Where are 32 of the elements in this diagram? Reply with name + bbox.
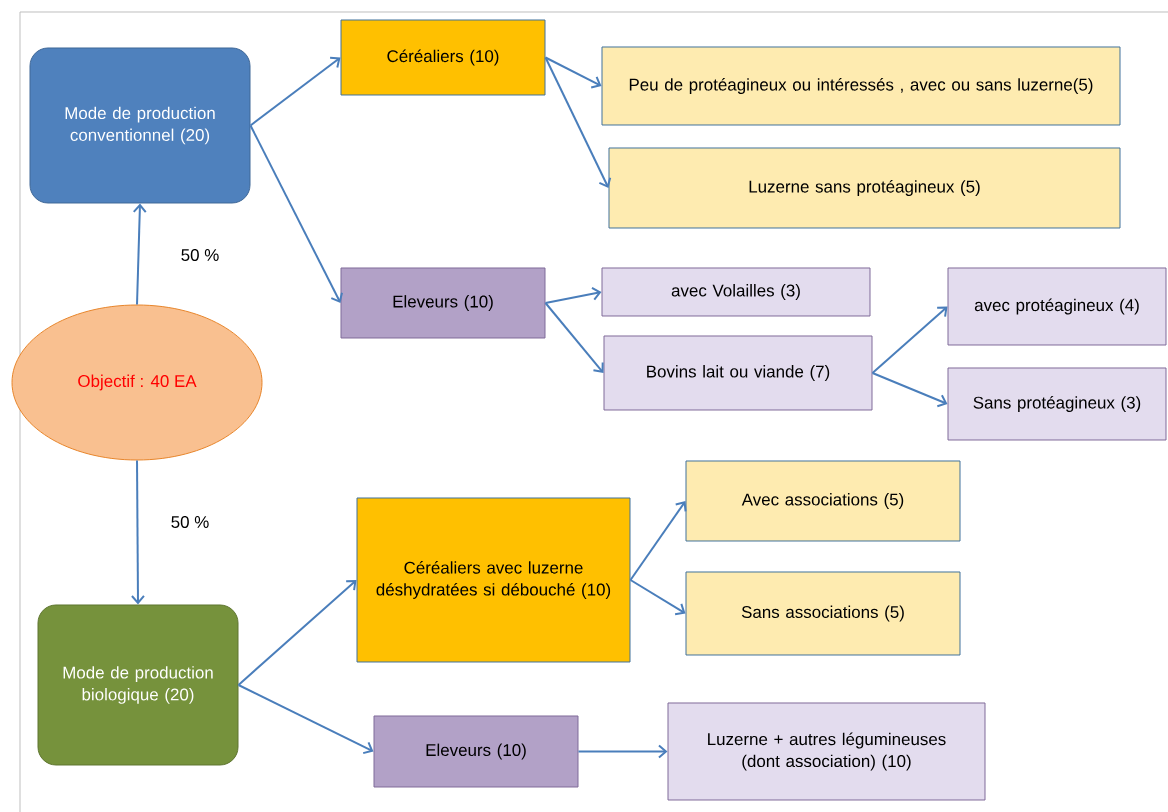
edge-label: 50 % [169,515,211,529]
subcategory-box: avec Volailles (3) [601,267,871,317]
arrow [629,501,687,581]
category-box: Eleveurs (10) [373,715,579,788]
subcategory-box: Sans protéagineux (3) [947,367,1167,441]
process-box: Mode de production conventionnel (20) [29,47,251,204]
subcategory-box: Peu de protéagineux ou intéressés , avec ou sans luzerne(5) [601,46,1121,126]
arrow [871,372,948,408]
arrow [871,306,948,374]
edge-label: 50 % [179,248,221,262]
arrow [544,286,602,304]
arrow [544,302,604,373]
subcategory-box: Luzerne sans protéagineux (5) [608,147,1121,229]
arrow [544,56,602,89]
arrow [249,124,343,303]
subcategory-box: Sans associations (5) [685,571,961,656]
subcategory-box: Avec associations (5) [685,460,961,542]
category-box: Céréaliers (10) [340,19,546,96]
subcategory-box: avec protéagineux (4) [947,267,1167,346]
arrow [130,459,145,605]
category-box: Eleveurs (10) [340,267,546,339]
arrow [544,56,612,188]
arrow [237,580,357,686]
arrow [249,56,341,127]
category-box: Céréaliers avec luzerne déshydratées si débouché (10) [356,497,631,663]
subcategory-box: Luzerne + autres légumineuses (dont association) (10) [667,702,986,801]
arrow [629,579,686,616]
arrow [577,744,668,759]
process-box: Mode de production biologique (20) [37,604,239,766]
arrow [132,203,147,306]
arrow [237,684,374,755]
subcategory-box: Bovins lait ou viande (7) [603,335,873,411]
